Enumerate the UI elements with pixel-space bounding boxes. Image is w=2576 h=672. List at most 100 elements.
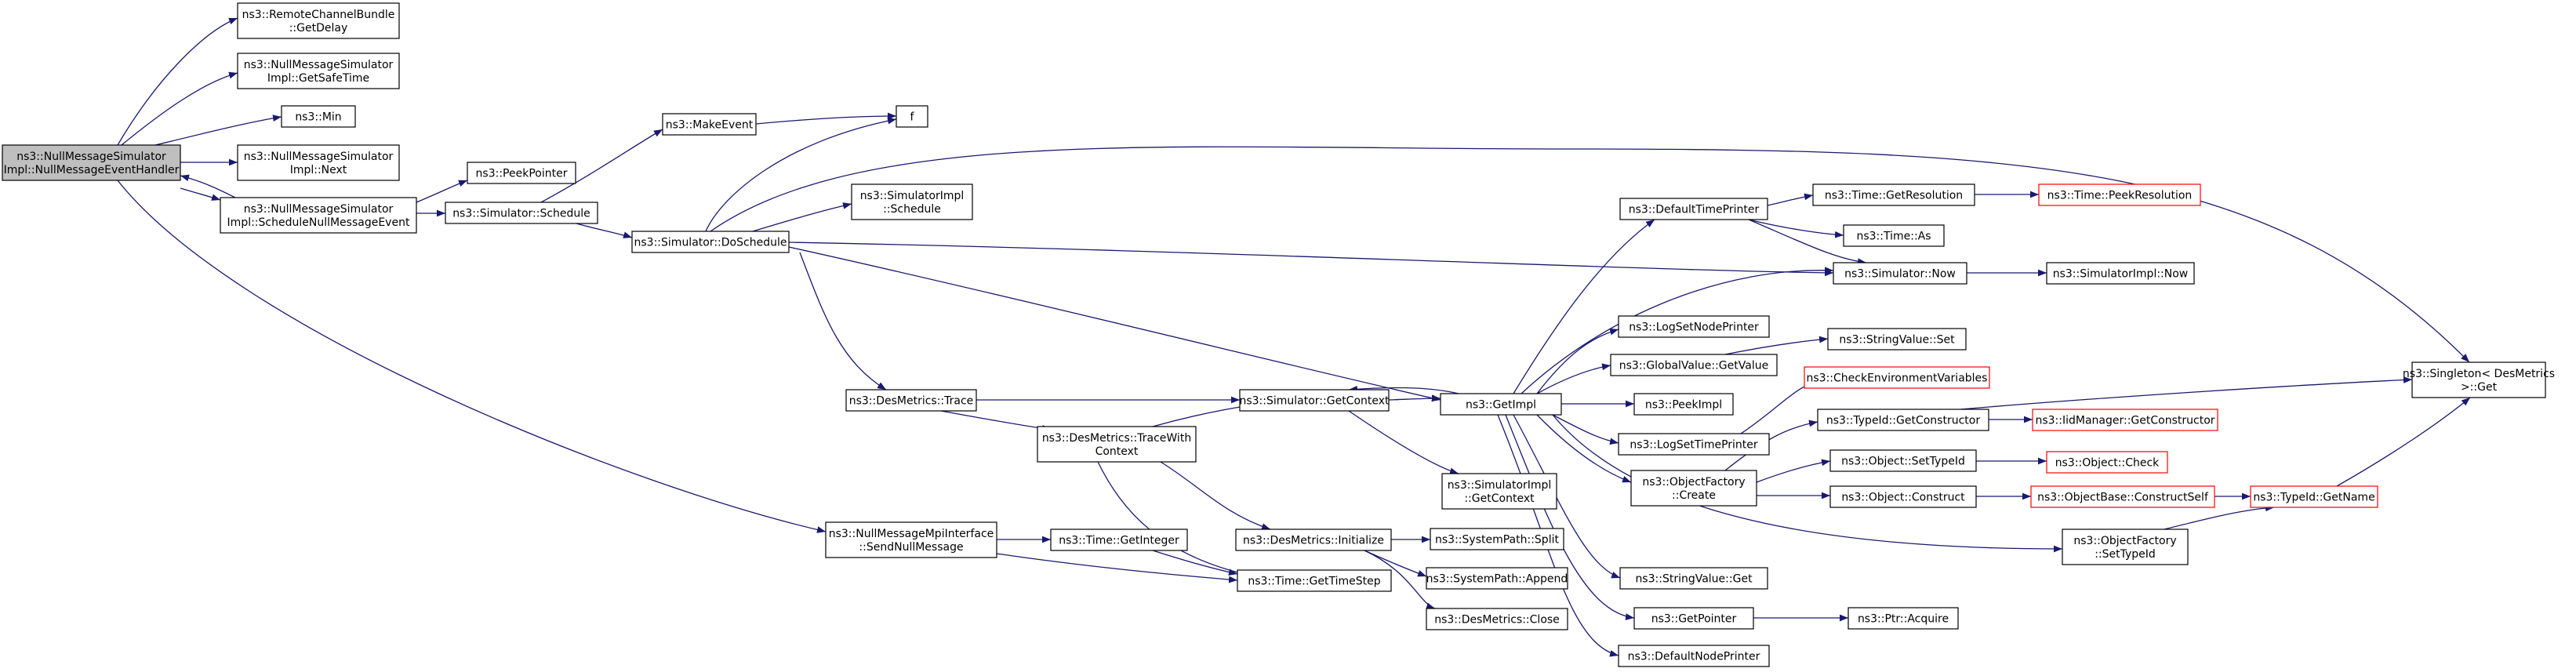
- node-simimplctx[interactable]: ns3::SimulatorImpl::GetContext: [1441, 473, 1557, 510]
- node-dosched[interactable]: ns3::Simulator::DoSchedule: [631, 231, 790, 253]
- node-box: [2030, 485, 2215, 508]
- node-makeevent[interactable]: ns3::MakeEvent: [662, 113, 757, 136]
- edge-gvget-svset: [1724, 336, 1829, 355]
- node-box: [1237, 569, 1392, 592]
- edge-deftp-timeas: [1748, 219, 1844, 238]
- node-getsafetime[interactable]: ns3::NullMessageSimulatorImpl::GetSafeTi…: [237, 53, 400, 89]
- node-box: [1829, 485, 1977, 508]
- node-min[interactable]: ns3::Min: [281, 105, 356, 128]
- node-label: ns3::MakeEvent: [666, 119, 754, 132]
- node-timeas[interactable]: ns3::Time::As: [1843, 224, 1945, 247]
- node-label: ::GetContext: [1464, 492, 1535, 505]
- edge-getimpl-logtp: [1552, 414, 1619, 445]
- node-box: [1829, 449, 1977, 472]
- node-box: [1630, 470, 1757, 507]
- node-f[interactable]: f: [896, 105, 928, 128]
- node-checkenv[interactable]: ns3::CheckEnvironmentVariables: [1804, 366, 1990, 389]
- edge-tidgetctor-singleton: [1960, 376, 2413, 410]
- node-svset[interactable]: ns3::StringValue::Set: [1827, 328, 1967, 351]
- node-deftp[interactable]: ns3::DefaultTimePrinter: [1619, 198, 1768, 220]
- node-box: [1843, 224, 1945, 247]
- node-getint[interactable]: ns3::Time::GetInteger: [1050, 529, 1188, 551]
- node-root[interactable]: ns3::NullMessageSimulatorImpl::NullMessa…: [2, 144, 181, 181]
- node-objcheck[interactable]: ns3::Object::Check: [2046, 451, 2168, 474]
- node-box: [1833, 262, 1967, 285]
- node-box: [1633, 393, 1734, 416]
- node-ofcreate[interactable]: ns3::ObjectFactory::Create: [1630, 470, 1757, 507]
- node-box: [1441, 473, 1557, 510]
- node-label: ns3::SimulatorImpl: [860, 190, 965, 202]
- node-getdelay[interactable]: ns3::RemoteChannelBundle::GetDelay: [237, 2, 400, 39]
- node-box: [1239, 389, 1390, 412]
- edge-getimpl-lognp: [1536, 328, 1619, 394]
- node-label: ns3::NullMessageSimulator: [244, 151, 394, 163]
- edge-tidgetname-singleton: [2336, 397, 2471, 487]
- node-label: f: [910, 111, 915, 124]
- node-simnow[interactable]: ns3::Simulator::Now: [1833, 262, 1967, 285]
- node-label: ns3::IidManager::GetConstructor: [2035, 415, 2214, 427]
- node-box: [445, 202, 598, 224]
- node-lognp[interactable]: ns3::LogSetNodePrinter: [1618, 315, 1770, 338]
- node-label: ns3::TypeId::GetConstructor: [1826, 415, 1980, 427]
- edge-ofcreate-tidgetctor: [1724, 420, 1818, 471]
- node-box: [1619, 198, 1768, 220]
- node-obconstructself[interactable]: ns3::ObjectBase::ConstructSelf: [2030, 485, 2215, 508]
- node-iidget[interactable]: ns3::IidManager::GetConstructor: [2032, 409, 2218, 431]
- node-label: ns3::NullMessageSimulator: [244, 59, 394, 71]
- node-peekres[interactable]: ns3::Time::PeekResolution: [2038, 183, 2201, 206]
- node-label: ::Create: [1672, 489, 1716, 502]
- node-init[interactable]: ns3::DesMetrics::Initialize: [1235, 529, 1392, 551]
- node-ofsettid[interactable]: ns3::ObjectFactory::SetTypeId: [2062, 529, 2189, 565]
- node-getctx[interactable]: ns3::Simulator::GetContext: [1239, 389, 1390, 412]
- node-label: ns3::SimulatorImpl: [1448, 479, 1552, 492]
- node-label: Impl::NullMessageEventHandler: [4, 164, 180, 176]
- node-label: ns3::ObjectFactory: [2073, 535, 2176, 547]
- node-singleton[interactable]: ns3::Singleton< DesMetrics>::Get: [2403, 361, 2555, 398]
- edge-dosched-singleton: [710, 146, 2470, 363]
- node-label: ns3::Time::As: [1856, 231, 1931, 243]
- node-tidgetname[interactable]: ns3::TypeId::GetName: [2250, 485, 2378, 508]
- node-peekimpl[interactable]: ns3::PeekImpl: [1633, 393, 1734, 416]
- edge-sendnull-timestep: [996, 553, 1238, 583]
- node-gvget[interactable]: ns3::GlobalValue::GetValue: [1610, 354, 1778, 376]
- node-getpointer[interactable]: ns3::GetPointer: [1633, 607, 1754, 630]
- node-ptracquire[interactable]: ns3::Ptr::Acquire: [1848, 607, 1959, 630]
- node-label: ns3::DesMetrics::Trace: [849, 395, 974, 408]
- node-label: ns3::Time::GetInteger: [1059, 535, 1179, 547]
- edge-trace-tracectx: [940, 410, 1052, 432]
- node-box: [1430, 528, 1564, 550]
- node-box: [825, 521, 997, 558]
- node-logtp[interactable]: ns3::LogSetTimePrinter: [1618, 433, 1770, 456]
- node-peekpointer[interactable]: ns3::PeekPointer: [467, 162, 576, 184]
- node-defnp[interactable]: ns3::DefaultNodePrinter: [1618, 645, 1770, 667]
- node-getimpl[interactable]: ns3::GetImpl: [1440, 393, 1562, 416]
- node-label: ns3::Singleton< DesMetrics: [2403, 368, 2555, 380]
- node-objconstruct[interactable]: ns3::Object::Construct: [1829, 485, 1977, 508]
- edge-getctx-simimplctx: [1348, 410, 1459, 475]
- node-objsettid[interactable]: ns3::Object::SetTypeId: [1829, 449, 1977, 472]
- node-trace[interactable]: ns3::DesMetrics::Trace: [845, 389, 977, 412]
- node-close[interactable]: ns3::DesMetrics::Close: [1426, 608, 1568, 630]
- node-box: [1050, 529, 1188, 551]
- node-label: ns3::Simulator::DoSchedule: [634, 237, 787, 249]
- node-simimplsched[interactable]: ns3::SimulatorImpl::Schedule: [851, 183, 973, 220]
- node-label: ns3::GlobalValue::GetValue: [1619, 360, 1768, 372]
- node-label: ns3::Object::SetTypeId: [1841, 456, 1965, 468]
- node-tidgetctor[interactable]: ns3::TypeId::GetConstructor: [1817, 409, 1989, 431]
- node-svget[interactable]: ns3::StringValue::Get: [1619, 567, 1768, 590]
- node-simimplnow[interactable]: ns3::SimulatorImpl::Now: [2046, 262, 2195, 285]
- node-split[interactable]: ns3::SystemPath::Split: [1430, 528, 1564, 550]
- node-append[interactable]: ns3::SystemPath::Append: [1426, 567, 1568, 590]
- node-label: ns3::Simulator::Now: [1844, 268, 1956, 281]
- edge-getimpl-svget: [1513, 414, 1621, 579]
- node-timestep[interactable]: ns3::Time::GetTimeStep: [1237, 569, 1392, 592]
- node-getres[interactable]: ns3::Time::GetResolution: [1812, 183, 1975, 206]
- node-schednull[interactable]: ns3::NullMessageSimulatorImpl::ScheduleN…: [220, 197, 417, 234]
- node-sendnull[interactable]: ns3::NullMessageMpiInterface::SendNullMe…: [825, 521, 997, 558]
- node-box: [845, 389, 977, 412]
- node-label: ns3::StringValue::Set: [1839, 334, 1955, 347]
- node-sched[interactable]: ns3::Simulator::Schedule: [445, 202, 598, 224]
